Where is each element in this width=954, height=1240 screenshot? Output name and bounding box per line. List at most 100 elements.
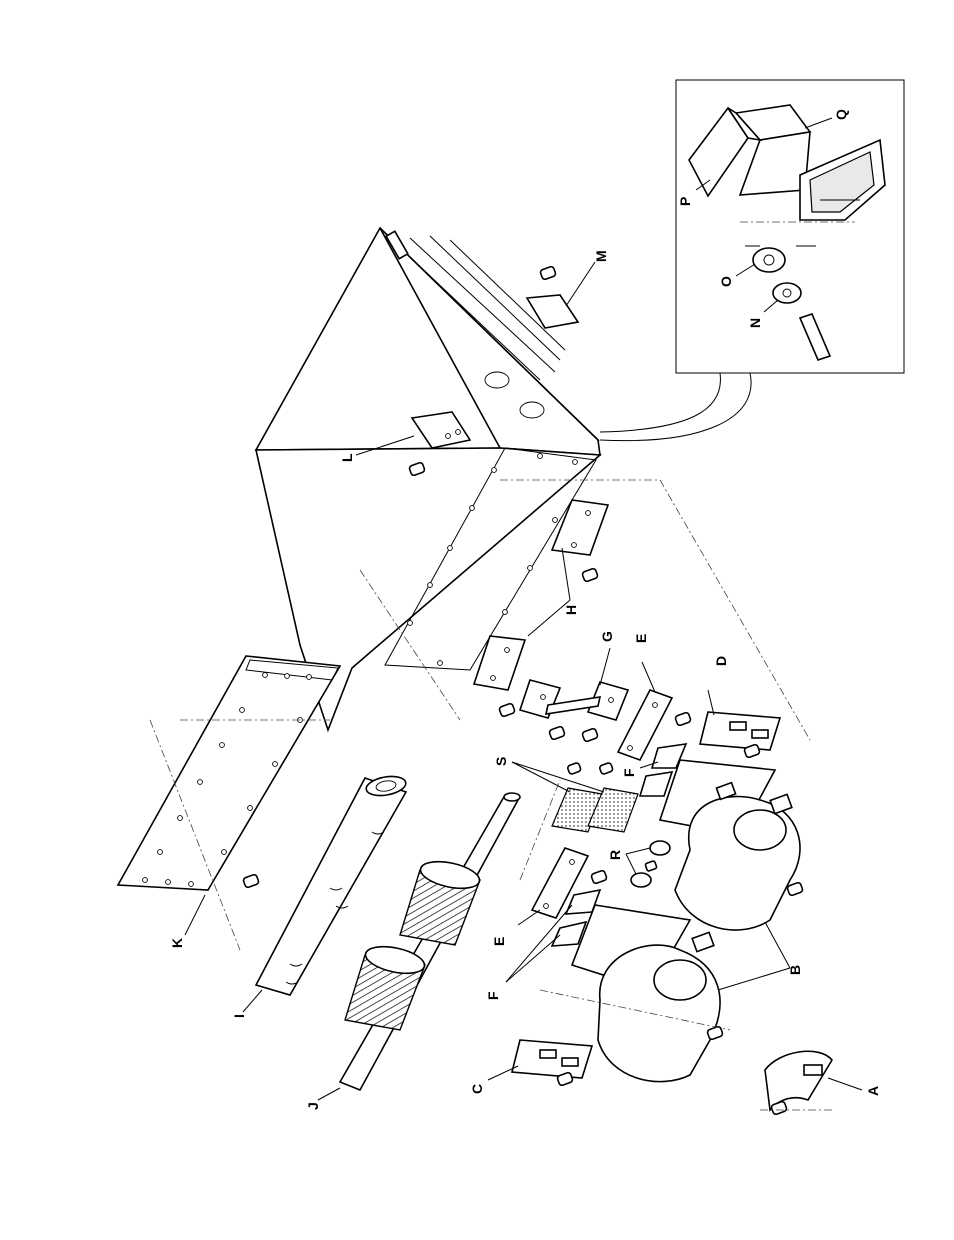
housing-1-tab	[770, 794, 792, 813]
panel-hole	[158, 850, 163, 855]
part-s-group	[512, 762, 638, 832]
part-g-group	[520, 648, 628, 742]
part-f-clip-2	[640, 772, 672, 796]
leader-s-2	[512, 762, 604, 792]
part-e-screw	[591, 870, 608, 884]
inset-link-line-2	[600, 373, 751, 441]
label-m: M	[593, 250, 609, 262]
part-a-cover	[765, 1051, 832, 1110]
part-k-panel	[118, 656, 340, 890]
part-d-group	[700, 690, 780, 758]
flange-hole	[538, 454, 543, 459]
label-k: K	[169, 938, 185, 948]
part-m-screw	[540, 266, 557, 280]
panel-hole	[285, 674, 290, 679]
leader-n	[764, 300, 778, 312]
part-c-slot	[562, 1058, 578, 1066]
part-r-knob-1	[650, 841, 670, 855]
blower-housing-1	[675, 797, 800, 930]
leader-o	[736, 264, 755, 276]
label-s: S	[493, 757, 509, 766]
part-m-group	[527, 262, 595, 328]
label-o: O	[718, 276, 734, 287]
label-e-2: E	[491, 937, 507, 946]
part-k-screw	[243, 874, 260, 888]
flange-hole	[448, 546, 453, 551]
flange-hole	[408, 621, 413, 626]
inset-shaft	[800, 314, 830, 360]
part-g-screw	[549, 726, 566, 740]
flange-hole	[573, 460, 578, 465]
label-i: I	[231, 1014, 247, 1018]
leader-k	[185, 895, 205, 935]
flange-hole	[492, 468, 497, 473]
leader-d	[708, 690, 714, 715]
part-h-hole	[505, 648, 510, 653]
leader-e-1	[642, 662, 655, 692]
part-e-hole	[544, 904, 549, 909]
leader-h-1	[562, 548, 570, 600]
part-e-screw	[675, 712, 692, 726]
leader-i	[243, 990, 262, 1012]
flange-hole	[470, 506, 475, 511]
inset-detail	[600, 80, 904, 441]
leader-r-2	[626, 854, 636, 874]
leader-c	[488, 1066, 518, 1080]
panel-hole	[263, 673, 268, 678]
part-h-hole	[586, 511, 591, 516]
panel-hole	[198, 780, 203, 785]
leader-m	[566, 262, 595, 306]
align-line	[660, 480, 810, 740]
flange-hole	[428, 583, 433, 588]
flange-hole	[438, 661, 443, 666]
align-line	[520, 780, 560, 880]
flange-hole	[503, 610, 508, 615]
part-g-screw	[582, 728, 599, 742]
label-f-2: F	[485, 991, 501, 1000]
label-l: L	[339, 453, 355, 462]
panel-hole	[248, 806, 253, 811]
panel-hole	[273, 762, 278, 767]
label-c: C	[469, 1084, 485, 1094]
flange-hole	[528, 566, 533, 571]
cabinet-port-1	[485, 372, 509, 388]
part-a-group	[765, 1051, 862, 1115]
housing-2-tab	[692, 932, 714, 951]
part-r-knob-2	[631, 873, 651, 887]
label-h: H	[563, 605, 579, 615]
label-n: N	[747, 318, 763, 328]
label-a: A	[865, 1086, 881, 1096]
part-l-hole	[446, 434, 451, 439]
blower-housing-1-inlet	[734, 810, 786, 850]
leader-e-2	[518, 910, 540, 925]
label-r: R	[607, 850, 623, 860]
panel-hole	[178, 816, 183, 821]
label-q: Q	[833, 109, 849, 120]
label-f-1: F	[621, 768, 637, 777]
part-c-group	[488, 1040, 592, 1086]
label-j: J	[305, 1102, 321, 1110]
part-h-screw	[582, 568, 599, 582]
label-b: B	[787, 965, 803, 975]
blower-housing-2	[598, 945, 720, 1082]
part-e-hole	[570, 860, 575, 865]
leader-r-1	[626, 848, 650, 854]
part-f-screw	[599, 762, 613, 775]
blower-housing-2-inlet	[654, 960, 706, 1000]
flange-hole	[553, 518, 558, 523]
panel-hole	[189, 882, 194, 887]
label-g: G	[599, 631, 615, 642]
part-g-hole	[541, 695, 546, 700]
panel-hole	[222, 850, 227, 855]
leader-g	[600, 648, 610, 685]
part-j-shaft-end	[504, 793, 520, 801]
part-r-group	[631, 841, 670, 887]
label-d: D	[713, 656, 729, 666]
part-d-slot	[730, 722, 746, 730]
inset-link-line-1	[600, 373, 720, 432]
leader-j	[318, 1088, 340, 1100]
part-l-hole	[456, 430, 461, 435]
part-c-bracket	[512, 1040, 592, 1078]
leader-b-1	[765, 922, 790, 968]
